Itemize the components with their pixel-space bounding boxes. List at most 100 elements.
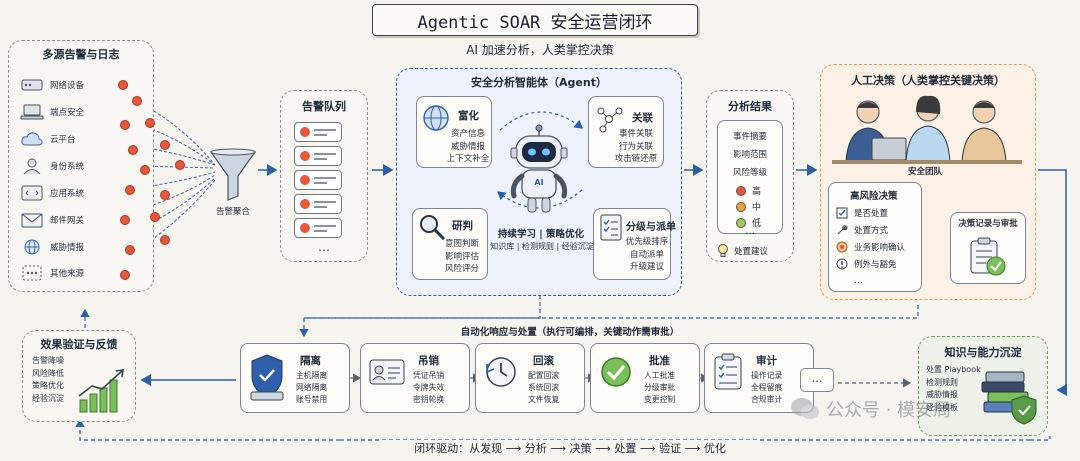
rollback-card [475, 343, 585, 413]
shield-icon [250, 354, 284, 401]
correlate-lines: 事件关联行为关联攻击链还原 [614, 129, 658, 164]
sources-title: 多源告警与日志 [42, 48, 120, 61]
checkbox-icon [836, 207, 848, 218]
decision-item: … [854, 275, 863, 286]
lightbulb-icon [718, 244, 728, 257]
decision-item: 是否处置 [836, 204, 922, 221]
audit-title: 审计 [756, 355, 777, 367]
laptop-icon [20, 104, 44, 120]
decision-item: 处置方式 [836, 221, 922, 238]
security-team-illustration [832, 95, 1022, 164]
results-advice: 处置建议 [716, 243, 796, 259]
loop-text: 闭环驱动：从发现 ⟶ 分析 ⟶ 决策 ⟶ 处置 ⟶ 验证 ⟶ 优化 [380, 440, 760, 456]
page-title: Agentic SOAR 安全运营闭环 [417, 12, 653, 33]
cycle-arrows [497, 111, 583, 209]
exception-icon [836, 258, 848, 269]
books-shield-icon [981, 371, 1037, 425]
queue-item [294, 146, 342, 166]
checklist-icon [600, 214, 622, 241]
source-item: 端点安全 [20, 101, 84, 123]
correlate-title: 关联 [632, 112, 653, 124]
network-device-icon [21, 79, 43, 91]
enrich-title: 富化 [458, 110, 479, 122]
checkmark-circle-icon [601, 357, 631, 387]
level-low: 低 [736, 216, 761, 229]
isolate-lines: 主机隔离网络隔离账号禁用 [296, 371, 328, 404]
source-item: 邮件网关 [20, 209, 84, 231]
queue-item [294, 122, 342, 142]
human-title: 人工决策（人类掌控关键决策） [851, 74, 1005, 87]
globe-icon [24, 239, 40, 255]
enrich-lines: 资产信息威胁情报上下文补全 [446, 129, 490, 164]
rollback-title: 回滚 [533, 355, 554, 367]
results-more: … [745, 226, 755, 237]
knowledge-title: 知识与能力沉淀 [944, 346, 1022, 359]
approved-clipboard-icon [970, 237, 1006, 276]
agent-title: 安全分析智能体（Agent） [471, 76, 607, 89]
level-mid: 中 [736, 200, 761, 213]
triage-title: 分级与派单 [626, 222, 676, 233]
high-risk-card [828, 182, 922, 292]
decision-item: 业务影响确认 [836, 238, 922, 255]
graph-nodes-icon [597, 107, 623, 133]
audit-clipboard-icon [714, 353, 742, 390]
page-subtitle: AI 加速分析，人类掌控决策 [466, 43, 614, 57]
identity-icon [23, 158, 41, 175]
magnifier-icon [420, 215, 446, 241]
title-banner: Agentic SOAR 安全运营闭环 [372, 4, 698, 36]
source-item: 威胁情报 [20, 236, 84, 258]
judge-title: 研判 [452, 220, 473, 232]
level-high: 高 [736, 184, 761, 197]
id-card-icon [369, 359, 405, 385]
code-window-icon [21, 185, 43, 201]
impact-icon [836, 241, 848, 252]
growth-chart-icon [78, 369, 124, 413]
judge-lines: 意图判断影响评估风险评分 [444, 239, 479, 274]
queue-item [294, 218, 342, 238]
source-item: 网络设备 [20, 74, 84, 96]
team-label: 安全团队 [907, 167, 942, 177]
queue-title: 告警队列 [302, 100, 346, 113]
feedback-lines: 告警降噪风险降低策略优化经验沉淀 [32, 356, 64, 403]
more-sources-icon [22, 265, 42, 281]
watermark: 公众号 · 模安局 [790, 396, 951, 422]
clock-rewind-icon [486, 357, 516, 387]
high-risk-list: 是否处置 处置方式 业务影响确认 例外与豁免 … [836, 204, 922, 289]
results-items: 事件摘要影响范围风险等级 [732, 132, 767, 178]
cloud-icon [21, 132, 43, 146]
queue-more: … [318, 240, 330, 254]
decision-item: 例外与豁免 [836, 255, 922, 272]
wrench-icon [837, 224, 848, 234]
results-card [717, 120, 783, 234]
learning-sub: 知识库 | 检测规则 | 经验沉淀 [490, 242, 594, 251]
automation-more: … [800, 368, 834, 392]
source-item: 其他来源 [20, 262, 84, 284]
revoke-lines: 凭证吊销令牌失效密钥轮换 [413, 371, 445, 404]
wechat-icon [791, 398, 819, 419]
robot-label: AI [534, 178, 544, 187]
robot-icon [510, 124, 568, 213]
source-item: 云平台 [20, 128, 76, 150]
automation-title: 自动化响应与处置（执行可编排，关键动作需审批） [460, 327, 680, 338]
high-risk-title: 高风险决策 [850, 191, 898, 202]
queue-item [294, 194, 342, 214]
audit-lines: 操作记录全程留痕合规审计 [751, 371, 783, 404]
globe-icon [423, 105, 449, 131]
approve-lines: 人工批准分级审批变更控制 [644, 371, 676, 404]
approve-title: 批准 [649, 355, 670, 367]
record-label: 决策记录与审批 [958, 219, 1018, 229]
feedback-title: 效果验证与反馈 [40, 338, 118, 351]
funnel-icon [209, 148, 257, 201]
source-item: 身份系统 [20, 155, 84, 177]
results-title: 分析结果 [728, 100, 772, 113]
isolate-title: 隔离 [300, 355, 321, 367]
aggregation-label: 告警聚合 [215, 207, 250, 217]
revoke-title: 吊销 [418, 355, 439, 367]
mail-icon [21, 213, 43, 228]
source-item: 应用系统 [20, 182, 84, 204]
rollback-lines: 配置回滚系统回滚文件恢复 [528, 371, 560, 404]
triage-lines: 优先级排序自动派单升级建议 [625, 237, 669, 272]
queue-item [294, 170, 342, 190]
learning-title: 持续学习 | 策略优化 [497, 229, 585, 240]
